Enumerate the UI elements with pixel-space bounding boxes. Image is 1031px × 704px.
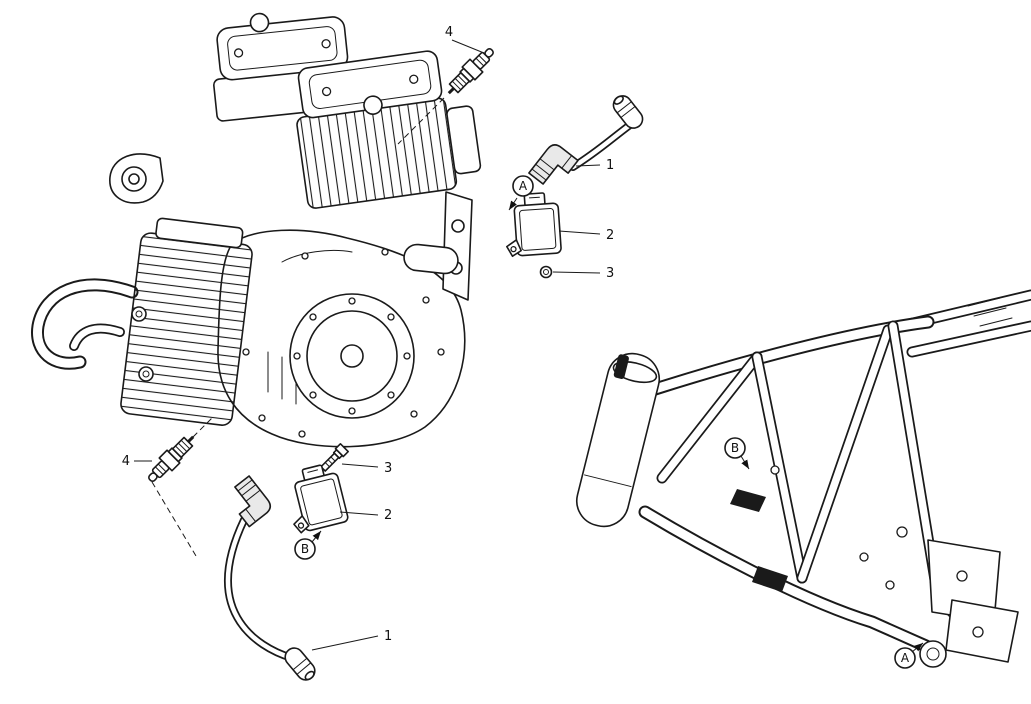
- callouts: 4 1 2 3 A 4 3 2 1 B B A: [122, 25, 924, 669]
- projection-line: [151, 481, 197, 557]
- steering-head-tube: [575, 352, 661, 528]
- rear-cylinder: [296, 50, 482, 209]
- crankcase: [217, 229, 466, 448]
- plug-cable-lower: [223, 475, 379, 685]
- callout-lower-bolt: 3: [384, 461, 392, 476]
- view-a-frame-label: A: [901, 651, 910, 665]
- coil-mount-slot: [730, 489, 766, 512]
- ignition-coil-lower: [280, 460, 379, 535]
- view-marker-a-upper: A: [508, 175, 534, 211]
- coil-bolt-lower: [318, 442, 379, 474]
- callout-upper-spark-plug: 4: [445, 25, 453, 40]
- view-marker-b-frame: B: [724, 437, 750, 470]
- coil-bolt-upper: [539, 265, 601, 279]
- plug-cap-upper: [528, 140, 579, 193]
- view-a-frame-arrow: [911, 642, 924, 653]
- engine-rear-bracket: [403, 191, 473, 301]
- ignition-coil-upper: [502, 191, 601, 258]
- view-b-lower-label: B: [301, 542, 309, 556]
- view-b-frame-label: B: [731, 441, 739, 455]
- projection-line: [397, 97, 445, 145]
- callout-upper-coil: 2: [606, 228, 614, 243]
- callout-upper-cable: 1: [606, 158, 614, 173]
- callout-lower-cable: 1: [384, 629, 392, 644]
- front-cylinder-barrel: [120, 217, 253, 426]
- callout-upper-bolt: 3: [606, 266, 614, 281]
- view-a-upper-arrow: [508, 197, 518, 211]
- spark-plug-upper: [397, 39, 500, 145]
- projection-line: [192, 415, 215, 438]
- view-marker-b-lower: B: [294, 530, 322, 560]
- view-b-lower-arrow: [311, 530, 322, 543]
- view-b-frame-arrow: [740, 455, 750, 470]
- callout-lower-coil: 2: [384, 508, 392, 523]
- engine-drawing: [31, 12, 482, 448]
- spark-plug-lower: [134, 415, 215, 557]
- exhaust-pipe: [31, 278, 139, 370]
- plug-cable-upper: [528, 91, 647, 193]
- engine-bracket-left: [109, 153, 164, 204]
- frame-drawing: [575, 289, 1031, 668]
- view-marker-a-frame: A: [894, 642, 924, 669]
- callout-lower-spark-plug: 4: [122, 454, 130, 469]
- plug-cap-lower: [223, 475, 275, 528]
- cable-connector-upper: [609, 91, 647, 133]
- view-a-upper-label: A: [519, 179, 528, 193]
